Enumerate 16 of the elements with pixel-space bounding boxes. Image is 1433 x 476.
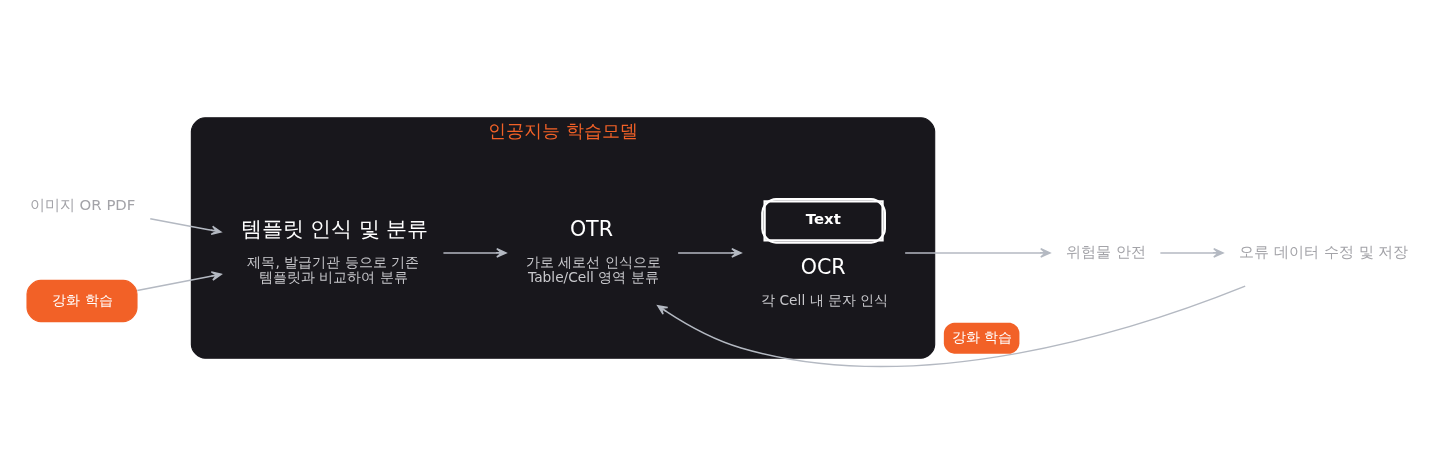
arrow [1159,248,1224,258]
arrow [149,217,222,236]
arrow [442,248,507,258]
node-text: OTR 가로 세로선 인식으로 Table/Cell 영역 분류 [525,217,661,286]
node-label: 각 Cell 내 문자 인식 [761,292,889,309]
arrow [657,285,1246,368]
edge-label: 강화 학습 [951,329,1013,346]
node-text: 오류 데이터 수정 및 저장 [1239,242,1409,261]
node-text: 위험물 안전 [1066,242,1147,261]
node-box: 강화 학습 [26,279,138,323]
node-label: OCR [800,254,846,279]
arrow [904,248,1051,258]
arrow [677,248,742,258]
node-text: 템플릿 인식 및 분류 제목, 발급기관 등으로 기존 템플릿과 비교하여 분류 [240,217,429,286]
arrow [136,271,222,292]
node-text: 이미지 OR PDF [29,195,136,214]
